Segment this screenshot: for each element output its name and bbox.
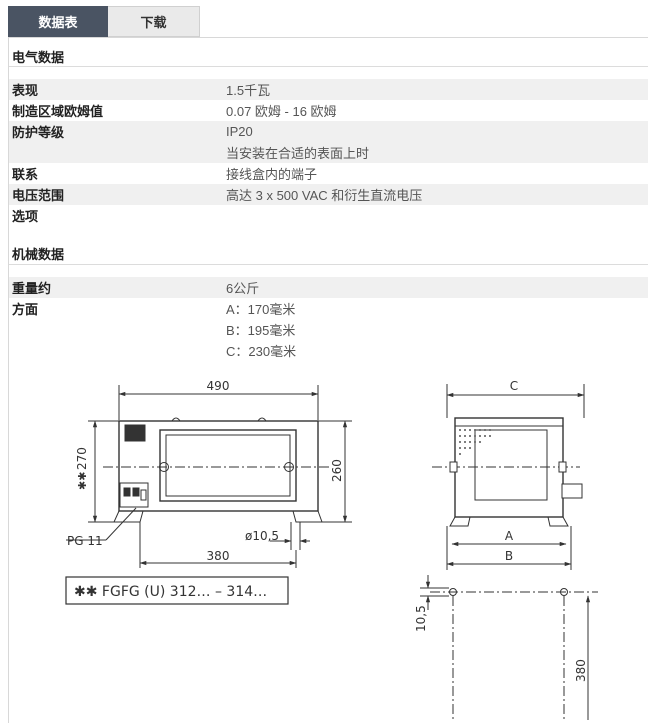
- dim-a-label: A: [505, 529, 514, 543]
- section-title-electrical: 电气数据: [12, 50, 65, 65]
- row-value: 6公斤: [226, 281, 260, 296]
- pg-label: PG 11: [67, 534, 103, 548]
- table-row: 制造区域欧姆值 0.07 欧姆 - 16 欧姆: [9, 100, 648, 121]
- dim-b-label: B: [505, 549, 513, 563]
- dimension-drawing: 490 ✱✱ 270 260 PG 11 ø10,5 380 ✱✱ FGFG (…: [65, 379, 598, 720]
- row-value: IP20: [226, 124, 253, 139]
- row-value: 当安装在合适的表面上时: [226, 146, 370, 161]
- section-divider: [9, 66, 648, 67]
- table-row: 重量约 6公斤: [9, 277, 648, 298]
- table-row: C：230毫米: [9, 340, 648, 361]
- tab-datasheet[interactable]: 数据表: [8, 6, 108, 37]
- dim-380-vertical-label: 380: [574, 659, 588, 682]
- section-divider: [9, 264, 648, 265]
- row-value: 0.07 欧姆 - 16 欧姆: [226, 104, 337, 119]
- table-row: B：195毫米: [9, 319, 648, 340]
- table-row: 电压范围 高达 3 x 500 VAC 和衍生直流电压: [9, 184, 648, 205]
- tab-download[interactable]: 下载: [108, 6, 200, 37]
- dim-height-right-label: 260: [330, 459, 344, 482]
- dim-hole-label: ø10,5: [245, 529, 279, 543]
- row-label: 防护等级: [12, 125, 65, 140]
- dim-height-marker: ✱✱: [76, 472, 89, 490]
- tab-bar: 数据表 下载: [8, 6, 200, 37]
- dim-bottom-label: 380: [207, 549, 230, 563]
- row-label: 制造区域欧姆值: [12, 104, 104, 119]
- row-value: 高达 3 x 500 VAC 和衍生直流电压: [226, 188, 423, 203]
- section-title-mechanical: 机械数据: [12, 247, 65, 262]
- dim-width-label: 490: [207, 379, 230, 393]
- dim-height-left-label: 270: [75, 447, 89, 470]
- row-value: A：170毫米: [226, 302, 296, 317]
- table-row: 防护等级 IP20: [9, 121, 648, 142]
- table-row: 当安装在合适的表面上时: [9, 142, 648, 163]
- dim-slot-label: 10,5: [414, 605, 428, 632]
- table-row: 联系 接线盒内的端子: [9, 163, 648, 184]
- part-number-label: ✱✱ FGFG (U) 312… – 314…: [74, 584, 267, 600]
- row-label: 选项: [12, 209, 39, 224]
- dim-c-label: C: [510, 379, 518, 393]
- row-value: B：195毫米: [226, 323, 296, 338]
- row-label: 联系: [12, 167, 39, 182]
- row-value: C：230毫米: [226, 344, 297, 359]
- content-frame: [8, 37, 648, 723]
- row-label: 表现: [12, 83, 39, 98]
- row-label: 重量约: [12, 281, 52, 296]
- row-value: 接线盒内的端子: [226, 167, 318, 182]
- table-row: 表现 1.5千瓦: [9, 79, 648, 100]
- row-label: 电压范围: [12, 188, 65, 203]
- table-row: 方面 A：170毫米: [9, 298, 648, 319]
- table-row: 选项: [9, 205, 648, 226]
- row-label: 方面: [12, 302, 39, 317]
- row-value: 1.5千瓦: [226, 83, 271, 98]
